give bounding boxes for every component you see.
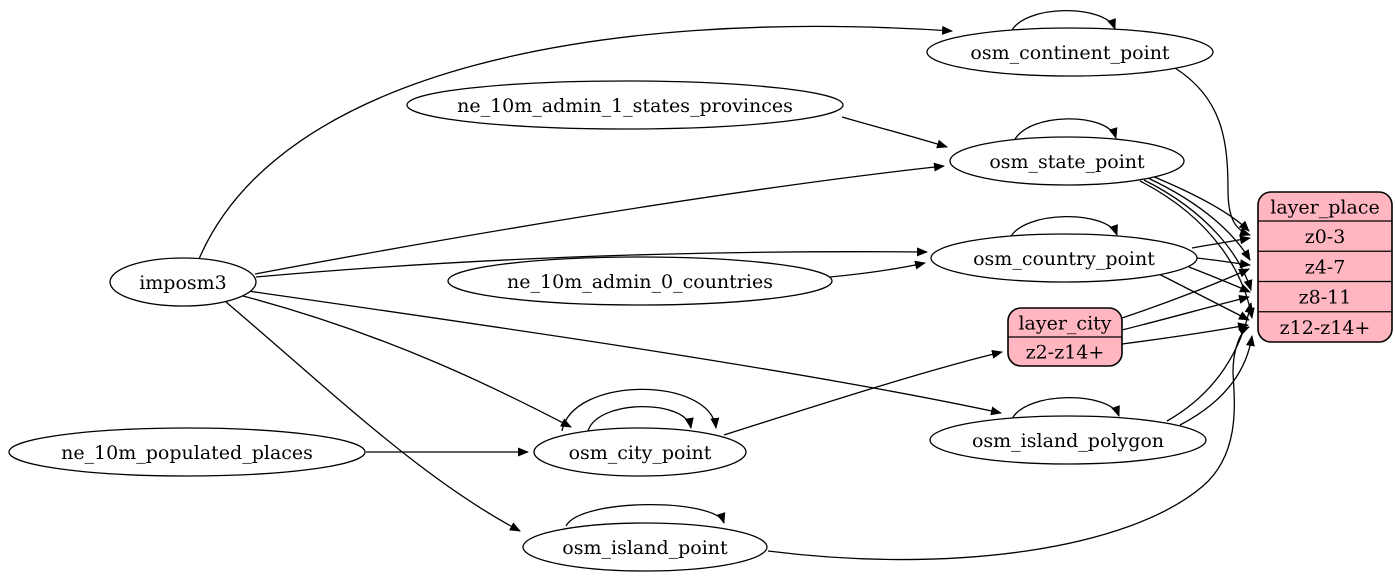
edge-ne_10m_admin_0_countries-osm_country_point — [829, 260, 926, 278]
edge-osm_country_point-layer_place_z4-7 — [1196, 257, 1251, 269]
osm_island_point-shape — [522, 522, 768, 572]
node-osm_city_point: osm_city_point — [533, 427, 747, 477]
node-layer_city: layer_city z2-z14+ — [1007, 307, 1123, 367]
edge-osm_island_polygon-layer_place_z12-z14plus — [1179, 335, 1255, 426]
layer_city-title: layer_city — [1018, 313, 1111, 335]
edge-osm_country_point-layer_place_z12-z14plus — [1154, 271, 1250, 321]
layer_place-row-z12-z14+: z12-z14+ — [1280, 317, 1371, 339]
edge-osm_city_point-self-outer — [561, 388, 720, 432]
ne_10m_admin_1_states_provinces-label: ne_10m_admin_1_states_provinces — [457, 95, 793, 117]
osm_island_polygon-shape — [929, 415, 1207, 465]
osm_city_point-shape — [533, 427, 747, 477]
edge-imposm3-osm_continent_point — [198, 25, 953, 260]
osm_state_point-label: osm_state_point — [989, 151, 1145, 173]
osm_continent_point-shape — [926, 27, 1214, 77]
imposm3-shape — [109, 257, 257, 307]
node-layer_place: layer_place z0-3 z4-7 z8-11 z12-z14+ — [1257, 191, 1393, 343]
edge-imposm3-osm_country_point — [255, 247, 928, 278]
layer_place-row-z4-7: z4-7 — [1305, 256, 1346, 278]
osm_country_point-shape — [930, 233, 1198, 283]
layer_place-row-z8-11: z8-11 — [1299, 287, 1352, 309]
edge-osm_state_point-layer_place_z8-11 — [1143, 179, 1253, 291]
edge-osm_city_point-self-inner — [587, 406, 694, 432]
edge-layer_city-layer_place_z12-z14plus — [1121, 322, 1249, 345]
osm_island_polygon-label: osm_island_polygon — [972, 430, 1164, 452]
ne_10m_populated_places-label: ne_10m_populated_places — [61, 442, 313, 464]
layer_place-title: layer_place — [1270, 197, 1379, 219]
edge-imposm3-osm_state_point — [254, 162, 945, 275]
edge-osm_island_point-self — [565, 503, 726, 527]
node-osm_country_point: osm_country_point — [930, 233, 1198, 283]
osm_state_point-shape — [949, 136, 1185, 186]
layer_place-shape — [1257, 191, 1393, 343]
osm_continent_point-label: osm_continent_point — [970, 42, 1170, 64]
layer_city-row-z2-z14+: z2-z14+ — [1026, 342, 1105, 364]
osm_country_point-label: osm_country_point — [973, 248, 1155, 270]
edge-layer_city-layer_place_z8-11 — [1121, 294, 1250, 331]
layer_place-row-z0-3: z0-3 — [1305, 226, 1346, 248]
edge-imposm3-osm_city_point — [242, 295, 572, 428]
edge-osm_continent_point-layer_place_z0-3 — [1174, 67, 1251, 237]
edge-ne_10m_admin_1_states_provinces-osm_state_point — [841, 116, 948, 149]
edge-osm_continent_point-self — [1010, 9, 1116, 33]
edges-layer — [198, 9, 1255, 561]
ne_10m_admin_0_countries-shape — [447, 256, 833, 306]
edge-osm_city_point-layer_city_z2-z14plus — [723, 349, 1003, 436]
node-osm_island_point: osm_island_point — [522, 522, 768, 572]
node-ne_10m_admin_0_countries: ne_10m_admin_0_countries — [447, 256, 833, 306]
node-imposm3: imposm3 — [109, 257, 257, 307]
edge-osm_island_polygon-layer_place_z8-11 — [1166, 302, 1254, 422]
node-osm_island_polygon: osm_island_polygon — [929, 415, 1207, 465]
node-osm_state_point: osm_state_point — [949, 136, 1185, 186]
edge-osm_country_point-self — [1009, 215, 1118, 239]
node-ne_10m_populated_places: ne_10m_populated_places — [8, 427, 366, 477]
edge-osm_country_point-layer_place_z0-3 — [1191, 235, 1251, 249]
ne_10m_admin_0_countries-label: ne_10m_admin_0_countries — [507, 271, 773, 293]
osm_island_point-label: osm_island_point — [562, 537, 728, 559]
edge-osm_island_point-layer_place_z12-z14plus — [767, 326, 1250, 561]
ne_10m_admin_1_states_provinces-shape — [406, 80, 844, 130]
node-ne_10m_admin_1_states_provinces: ne_10m_admin_1_states_provinces — [406, 80, 844, 130]
edge-osm_state_point-layer_place_z4-7 — [1147, 177, 1251, 261]
edge-imposm3-osm_island_point — [225, 301, 521, 532]
ne_10m_populated_places-shape — [8, 427, 366, 477]
imposm3-label: imposm3 — [139, 272, 227, 294]
osm_city_point-label: osm_city_point — [569, 442, 712, 464]
node-osm_continent_point: osm_continent_point — [926, 27, 1214, 77]
edge-osm_state_point-self — [1013, 118, 1118, 142]
edge-osm_island_polygon-self — [1011, 396, 1120, 420]
edge-imposm3-osm_island_polygon — [247, 290, 1002, 416]
nodes-layer: imposm3 ne_10m_admin_1_states_provincesne… — [8, 27, 1393, 572]
edge-osm_state_point-layer_place_z0-3 — [1151, 175, 1250, 232]
edge-layer_city-layer_place_z4-7 — [1121, 268, 1250, 319]
